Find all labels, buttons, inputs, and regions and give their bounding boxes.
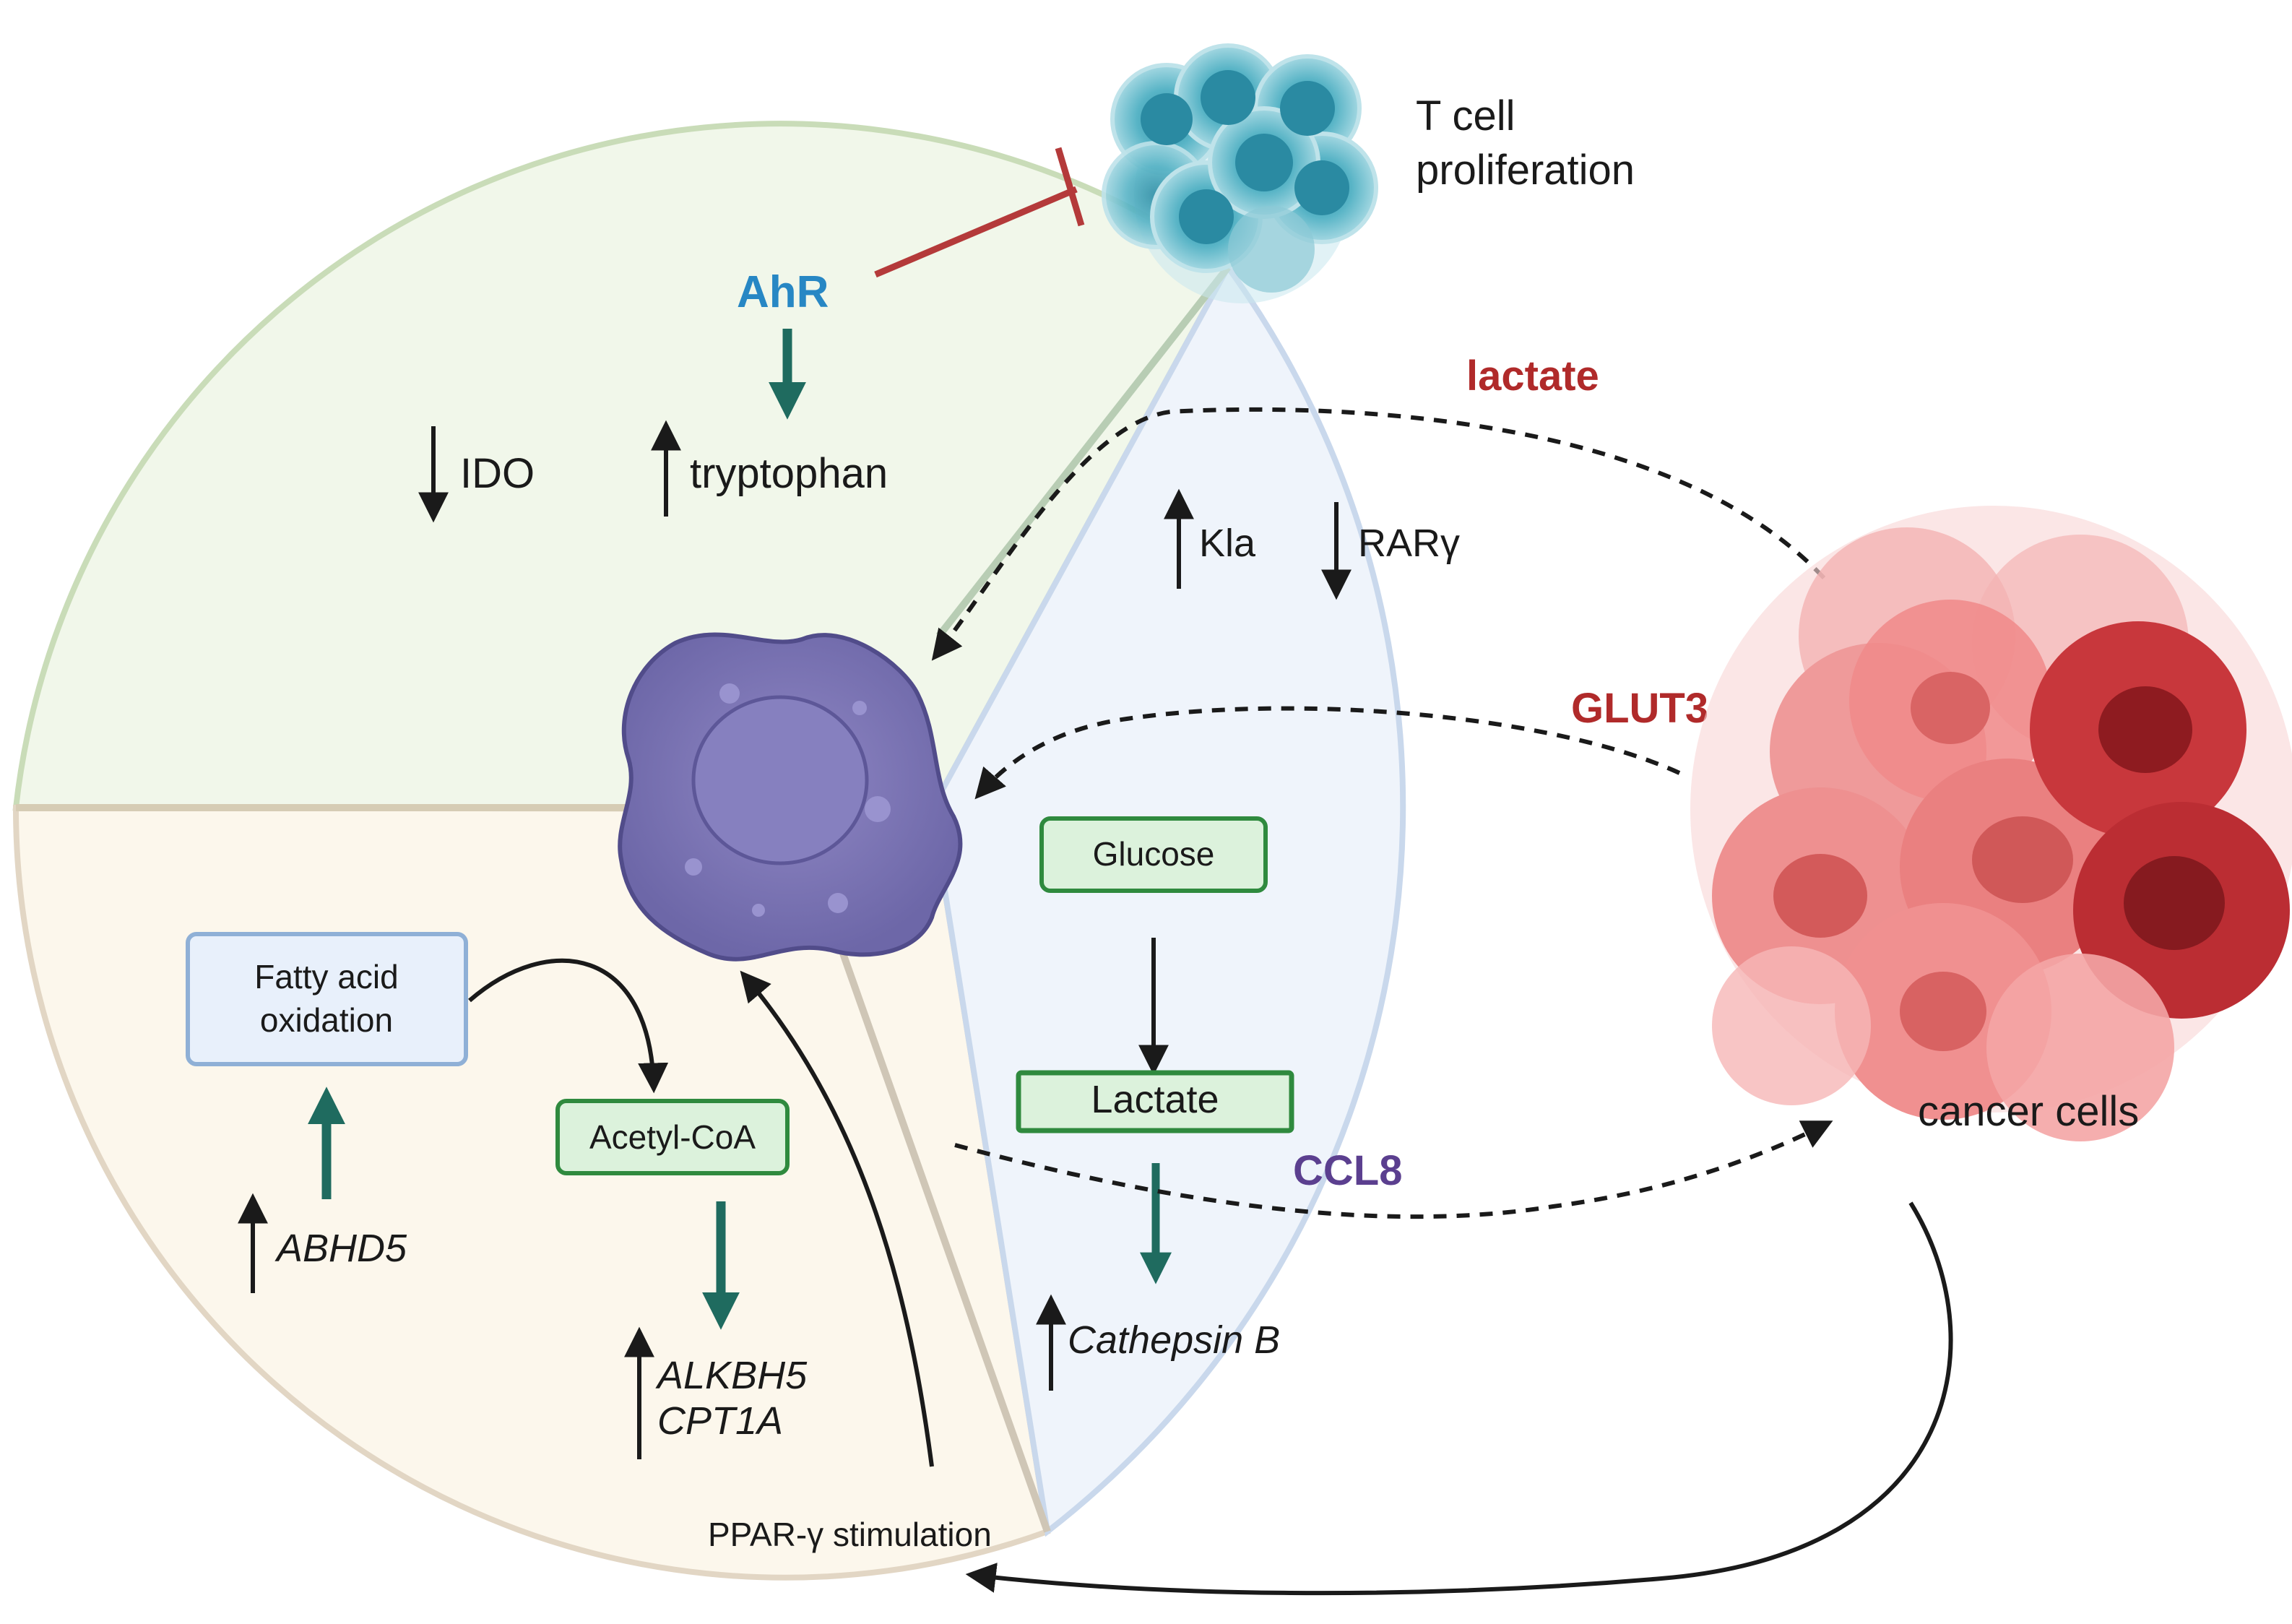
region-tryptophan <box>12 121 1232 813</box>
inhibition-line <box>874 186 1078 278</box>
alkbh5-label: ALKBH5 <box>655 1354 808 1397</box>
lactate-box-label: Lactate <box>1091 1078 1219 1121</box>
t-cell-label-line1: T cell <box>1416 92 1515 139</box>
cancer-cells-label: cancer cells <box>1918 1088 2139 1135</box>
glucose-label: Glucose <box>1093 835 1215 873</box>
fao-box <box>186 932 468 1066</box>
ppar-to-macrophage-arrow <box>740 970 934 1467</box>
cancer-cell-cluster-icon <box>1690 506 2292 1141</box>
cpt1a-label: CPT1A <box>657 1399 783 1443</box>
ppar-label: PPAR-γ stimulation <box>708 1516 992 1553</box>
rar-label: RARγ <box>1358 522 1460 565</box>
glucose-box <box>1039 816 1268 893</box>
glut3-label: GLUT3 <box>1571 685 1708 732</box>
fao-label-line2: oxidation <box>260 1001 393 1039</box>
macrophage-icon <box>618 632 963 962</box>
kla-label: Kla <box>1199 522 1256 565</box>
fao-to-acetyl-arrow <box>468 958 669 1094</box>
ccl8-dashed-arrow <box>954 1120 1833 1219</box>
abhd5-label: ABHD5 <box>274 1227 407 1270</box>
tryptophan-label: tryptophan <box>690 450 888 497</box>
t-cell-label-line2: proliferation <box>1416 147 1635 194</box>
region-glycolysis <box>928 262 1406 1537</box>
ido-label: IDO <box>460 450 535 497</box>
inhibition-bar <box>1055 147 1085 227</box>
acetyl-coa-box <box>555 1099 790 1175</box>
acetyl-coa-label: Acetyl-CoA <box>589 1118 756 1156</box>
cancer-to-ppar-arrow <box>965 1201 1953 1596</box>
ahr-label: AhR <box>737 267 829 317</box>
divider-diagonal-bottom <box>834 938 1051 1533</box>
fao-label-line1: Fatty acid <box>254 958 398 995</box>
divider-diagonal-top <box>936 264 1231 639</box>
lactate-box <box>1016 1070 1294 1133</box>
glut3-dashed-arrow <box>974 706 1681 800</box>
t-cell-cluster-icon <box>1102 43 1378 303</box>
lactate-signal-label: lactate <box>1466 353 1599 399</box>
cathepsin-label: Cathepsin B <box>1068 1318 1280 1362</box>
ccl8-label: CCL8 <box>1293 1147 1402 1194</box>
